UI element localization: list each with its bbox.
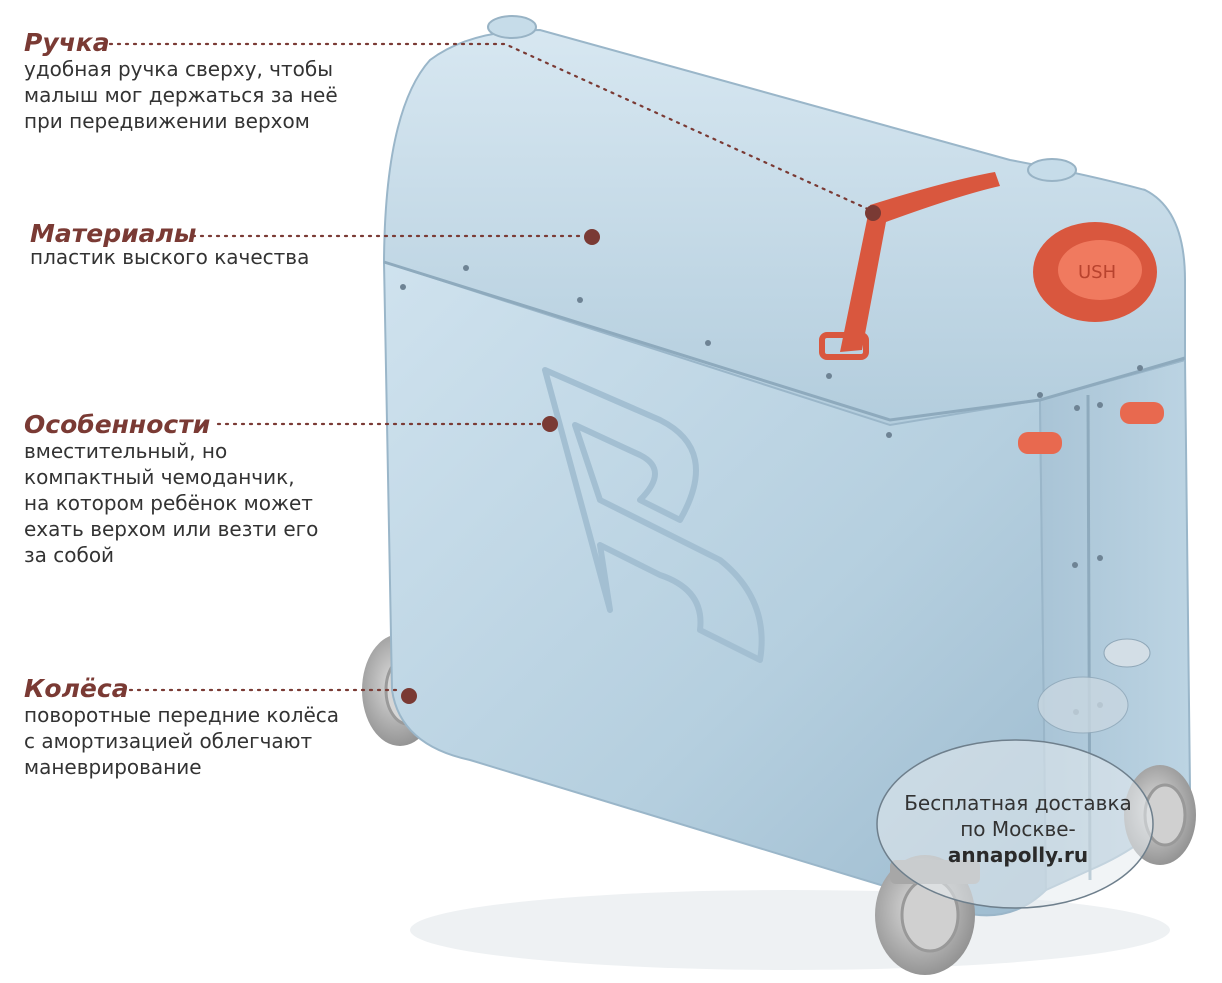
callout-dots [401,205,881,704]
strap [840,172,1000,352]
top-knob-front [1027,158,1077,182]
suitcase-lid [382,28,1186,427]
callout-text-features: вместительный, но компактный чемоданчик,… [24,439,319,567]
strap-buckle [819,332,869,360]
embossed-logo [542,367,765,663]
promo-site-link[interactable]: annapolly.ru [947,843,1089,867]
callout-text-handle: удобная ручка сверху, чтобы малыш мог де… [24,57,338,133]
callout-title-wheels: Колёса [24,674,129,703]
side-clip-left [1018,432,1062,454]
side-oval-medium [1037,676,1129,734]
promo-line-2: по Москве- [960,817,1076,841]
promo-bubble [876,739,1154,909]
callout-title-features: Особенности [24,410,211,439]
leader-lines [108,42,872,692]
side-clip-right [1120,402,1164,424]
side-oval-small [1103,638,1151,668]
callout-text-materials: пластик выского качества [30,245,310,269]
promo-text: Бесплатная доставка по Москве- annapolly… [880,790,1156,868]
promo-line-1: Бесплатная доставка [904,791,1132,815]
callout-title-handle: Ручка [24,28,110,57]
callout-title-materials: Материалы [30,219,197,248]
top-knob-back [487,15,537,39]
push-handle: USH [1033,222,1157,322]
svg-text:USH: USH [1078,262,1116,283]
callout-text-wheels: поворотные передние колёса с амортизацие… [24,703,340,779]
lid-seam [383,260,1186,422]
